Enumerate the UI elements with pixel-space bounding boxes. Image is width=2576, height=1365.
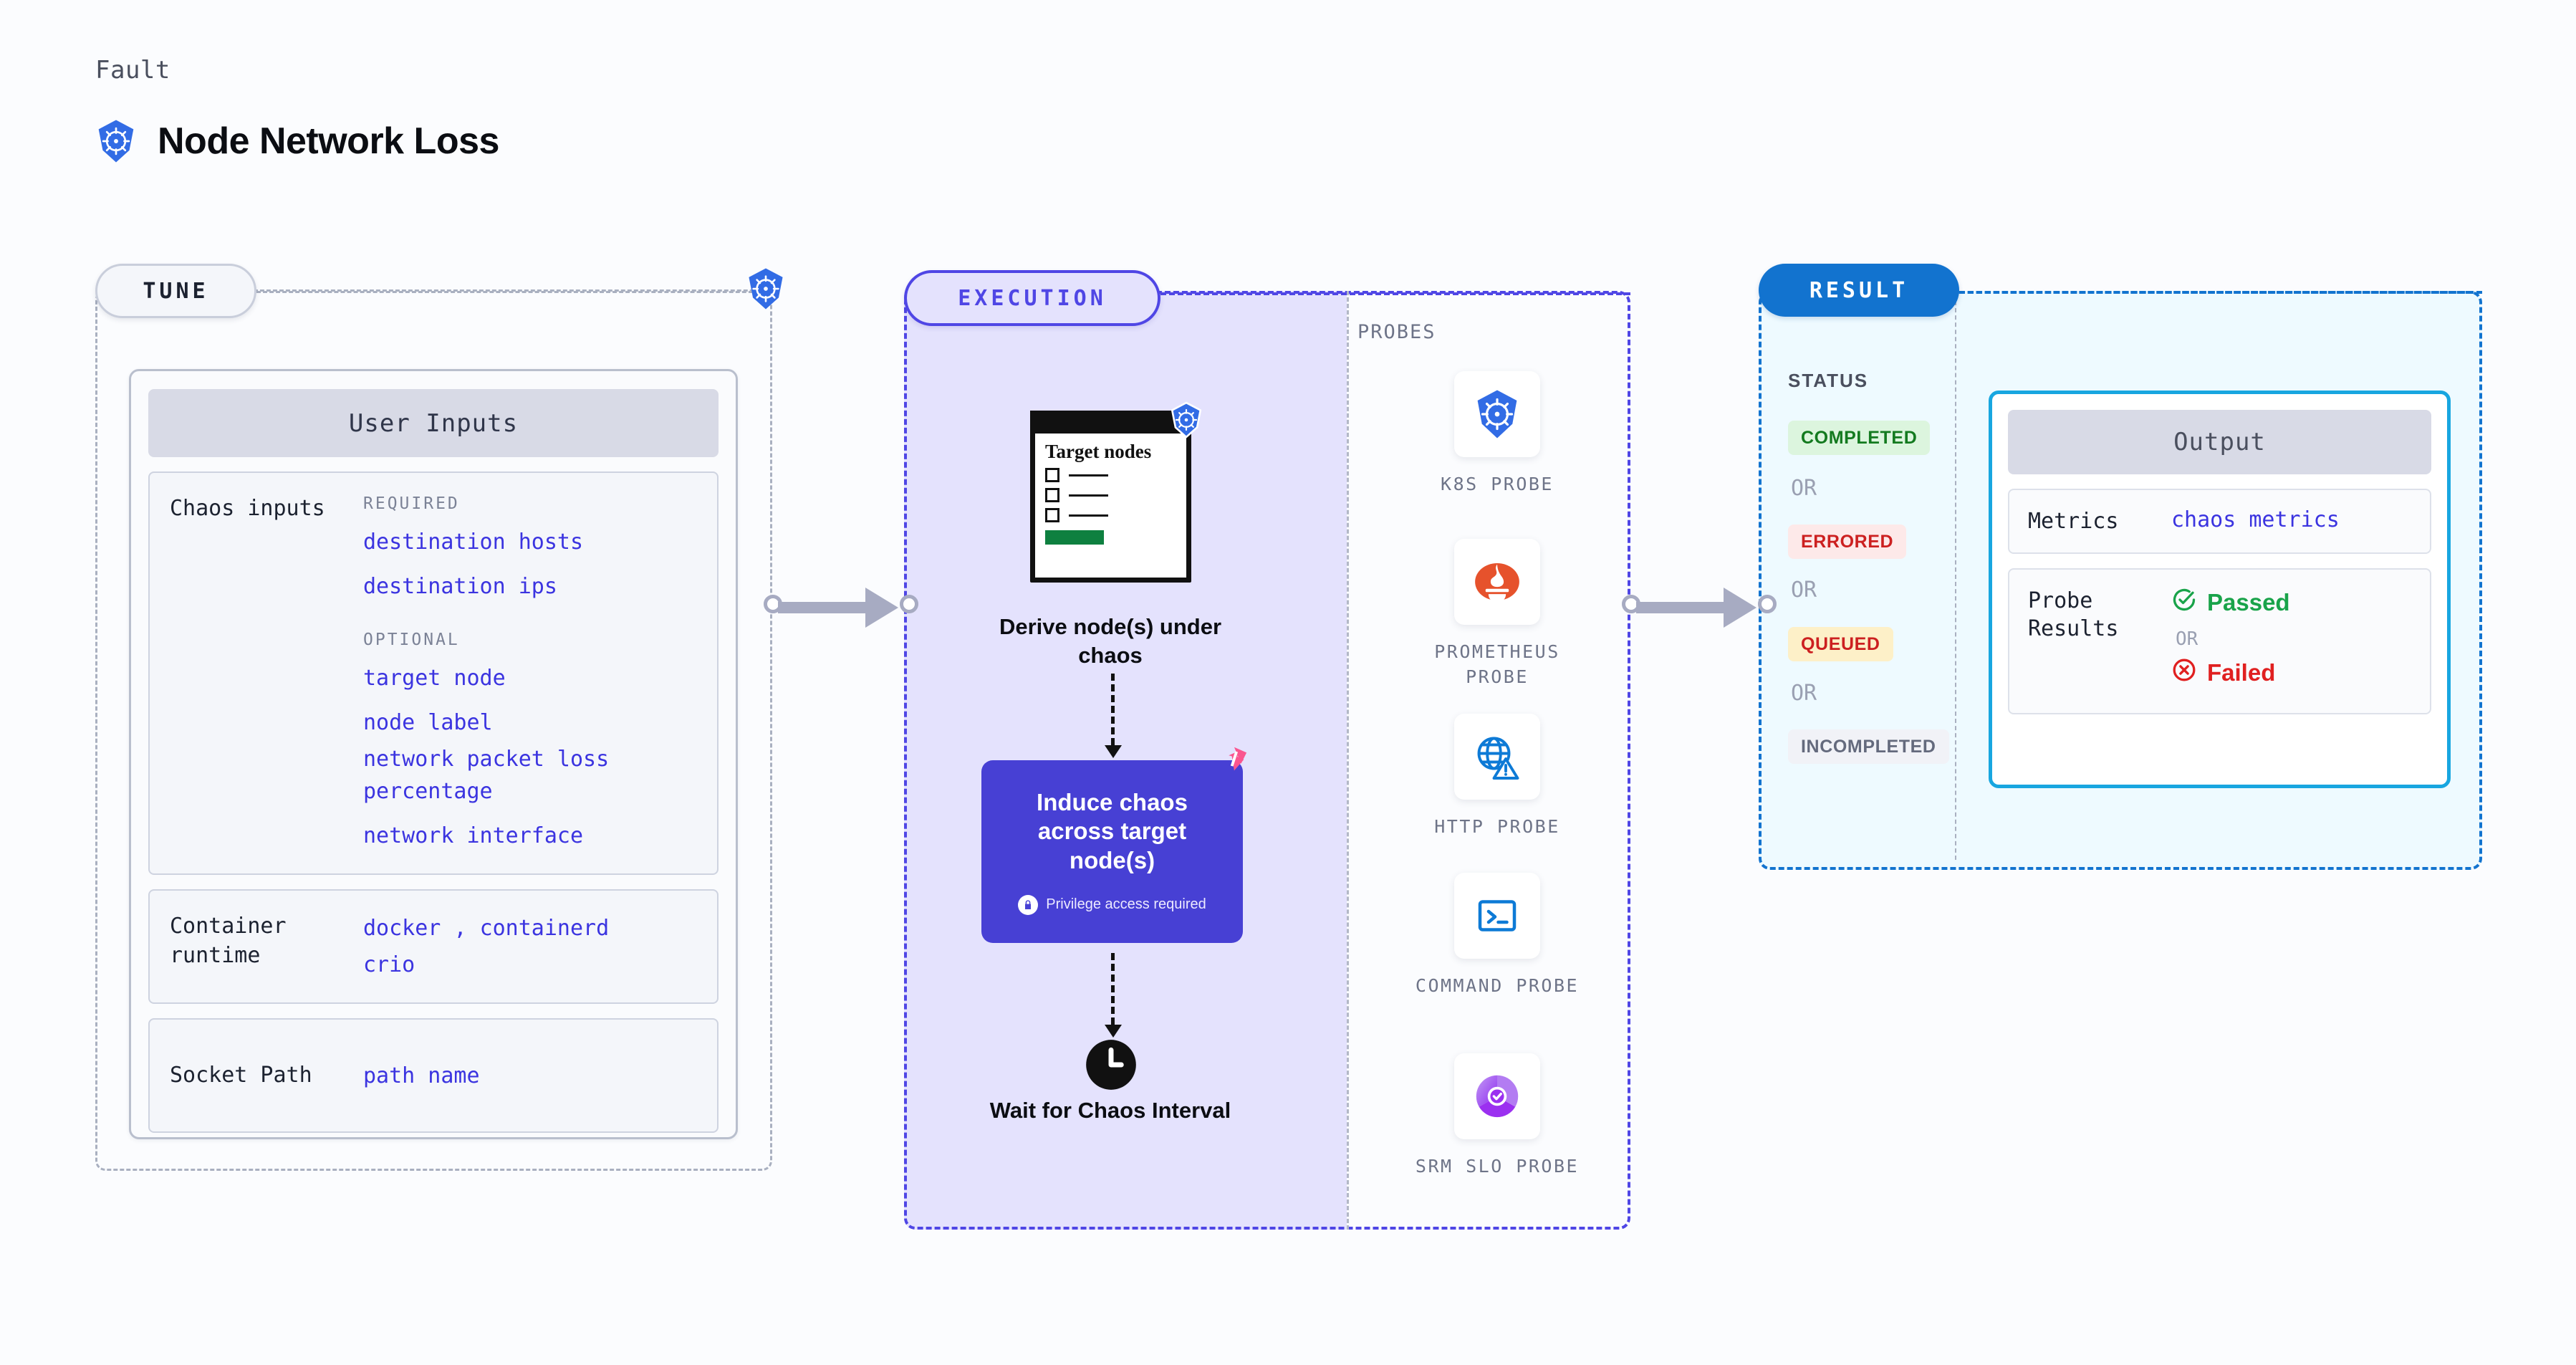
- lock-icon: [1018, 894, 1039, 915]
- execution-leader-line: [1160, 292, 1630, 295]
- metrics-row: Metrics chaos metrics: [2008, 489, 2431, 554]
- x-circle-icon: [2171, 657, 2197, 689]
- probe-label: COMMAND PROBE: [1415, 975, 1580, 996]
- probe-command[interactable]: COMMAND PROBE: [1397, 873, 1597, 998]
- probe-label: HTTP PROBE: [1434, 816, 1560, 837]
- terminal-icon: [1454, 873, 1540, 959]
- passed-label: Passed: [2207, 589, 2290, 616]
- kubernetes-icon: [93, 118, 139, 164]
- clock-icon: [1084, 1038, 1138, 1095]
- slo-donut-icon: [1454, 1053, 1540, 1139]
- socket-path-value[interactable]: path name: [363, 1063, 480, 1088]
- input-network-interface[interactable]: network interface: [363, 823, 584, 848]
- metrics-value[interactable]: chaos metrics: [2171, 507, 2340, 532]
- harness-icon: [1216, 743, 1249, 779]
- kubernetes-icon: [1454, 371, 1540, 457]
- target-nodes-card: Target nodes: [1030, 411, 1191, 583]
- required-group-title: REQUIRED: [363, 494, 460, 513]
- user-inputs-title: User Inputs: [148, 389, 719, 457]
- checkbox-row: [1045, 488, 1176, 503]
- runtime-crio[interactable]: crio: [363, 952, 415, 977]
- checkbox-icon: [1045, 468, 1059, 483]
- probe-results-row: Probe Results Passed OR: [2008, 568, 2431, 714]
- progress-bar: [1045, 530, 1104, 545]
- status-title: STATUS: [1788, 370, 1869, 391]
- status-badge-errored: ERRORED: [1788, 525, 1907, 559]
- checkbox-icon: [1045, 508, 1059, 523]
- status-badge-queued: QUEUED: [1788, 627, 1893, 661]
- user-inputs-card: User Inputs Chaos inputs REQUIRED destin…: [129, 369, 738, 1139]
- input-network-packet-loss-percentage[interactable]: network packet loss percentage: [363, 747, 610, 804]
- output-title: Output: [2008, 410, 2431, 474]
- execution-pill: EXECUTION: [904, 270, 1160, 326]
- or-separator: OR: [1791, 578, 1817, 603]
- optional-group-title: OPTIONAL: [363, 631, 460, 649]
- probe-results-label: Probe Results: [2028, 588, 2119, 641]
- result-pill: RESULT: [1759, 264, 1959, 317]
- wait-interval-caption: Wait for Chaos Interval: [989, 1098, 1231, 1123]
- check-circle-icon: [2171, 587, 2197, 618]
- failed-label: Failed: [2207, 659, 2276, 686]
- probe-srm-slo[interactable]: SRM SLO PROBE: [1397, 1053, 1597, 1179]
- probe-label: K8S PROBE: [1441, 474, 1554, 494]
- probes-title: PROBES: [1357, 321, 1436, 343]
- input-node-label[interactable]: node label: [363, 710, 493, 735]
- runtime-docker[interactable]: docker: [363, 916, 441, 941]
- list-line: [1069, 494, 1108, 497]
- status-badge-incompleted: INCOMPLETED: [1788, 729, 1949, 764]
- induce-chaos-title: Induce chaos across target node(s): [1037, 789, 1188, 873]
- probe-label: PROMETHEUS PROBE: [1434, 641, 1560, 687]
- list-line: [1069, 474, 1108, 476]
- or-separator: OR: [1791, 681, 1817, 706]
- page-title-row: Node Network Loss: [93, 118, 499, 164]
- probe-label: SRM SLO PROBE: [1415, 1156, 1580, 1177]
- probe-result-passed: Passed: [2171, 587, 2290, 618]
- output-card: Output Metrics chaos metrics Probe Resul…: [1989, 391, 2451, 788]
- input-destination-ips[interactable]: destination ips: [363, 574, 557, 599]
- card-titlebar: [1030, 411, 1191, 434]
- container-runtime-label: Container runtime: [170, 914, 287, 968]
- or-separator: OR: [1791, 476, 1817, 501]
- kubernetes-icon: [1168, 401, 1205, 441]
- privilege-note-text: Privilege access required: [1046, 896, 1206, 913]
- derive-nodes-caption: Derive node(s) under chaos: [999, 614, 1222, 668]
- probe-prometheus[interactable]: PROMETHEUS PROBE: [1397, 539, 1597, 689]
- probe-http[interactable]: HTTP PROBE: [1397, 714, 1597, 839]
- runtime-containerd[interactable]: containerd: [479, 916, 610, 941]
- input-target-node[interactable]: target node: [363, 666, 506, 691]
- probes-column-divider: [1347, 291, 1349, 1230]
- tune-panel-boundary: [95, 289, 772, 1171]
- checkbox-icon: [1045, 488, 1059, 503]
- list-line: [1069, 514, 1108, 517]
- checkbox-row: [1045, 468, 1176, 483]
- result-leader-line: [1959, 291, 2482, 294]
- socket-path-section: Socket Path path name: [148, 1018, 719, 1133]
- fault-eyebrow: Fault: [95, 56, 170, 85]
- status-badge-completed: COMPLETED: [1788, 421, 1931, 455]
- runtime-separator: ,: [453, 916, 467, 941]
- page-title: Node Network Loss: [158, 120, 499, 162]
- metrics-label: Metrics: [2028, 509, 2119, 534]
- checkbox-row: [1045, 508, 1176, 523]
- prometheus-icon: [1454, 539, 1540, 625]
- or-separator: OR: [2176, 628, 2198, 650]
- induce-chaos-box: Induce chaos across target node(s) Privi…: [981, 760, 1243, 943]
- probe-result-failed: Failed: [2171, 657, 2290, 689]
- tune-pill: TUNE: [95, 264, 256, 318]
- tune-leader-line: [256, 291, 772, 293]
- connector-tune-to-execution: [764, 588, 921, 628]
- connector-execution-to-result: [1622, 588, 1779, 628]
- globe-warning-icon: [1454, 714, 1540, 800]
- kubernetes-icon: [744, 267, 788, 314]
- status-column-divider: [1955, 301, 1956, 860]
- privilege-note: Privilege access required: [1018, 894, 1206, 915]
- container-runtime-section: Container runtime docker , containerd cr…: [148, 889, 719, 1004]
- probe-k8s[interactable]: K8S PROBE: [1397, 371, 1597, 497]
- chaos-inputs-label: Chaos inputs: [170, 496, 325, 521]
- target-nodes-heading: Target nodes: [1045, 441, 1152, 462]
- socket-path-label: Socket Path: [170, 1062, 312, 1088]
- chaos-inputs-section: Chaos inputs REQUIRED destination hosts …: [148, 471, 719, 875]
- input-destination-hosts[interactable]: destination hosts: [363, 530, 584, 555]
